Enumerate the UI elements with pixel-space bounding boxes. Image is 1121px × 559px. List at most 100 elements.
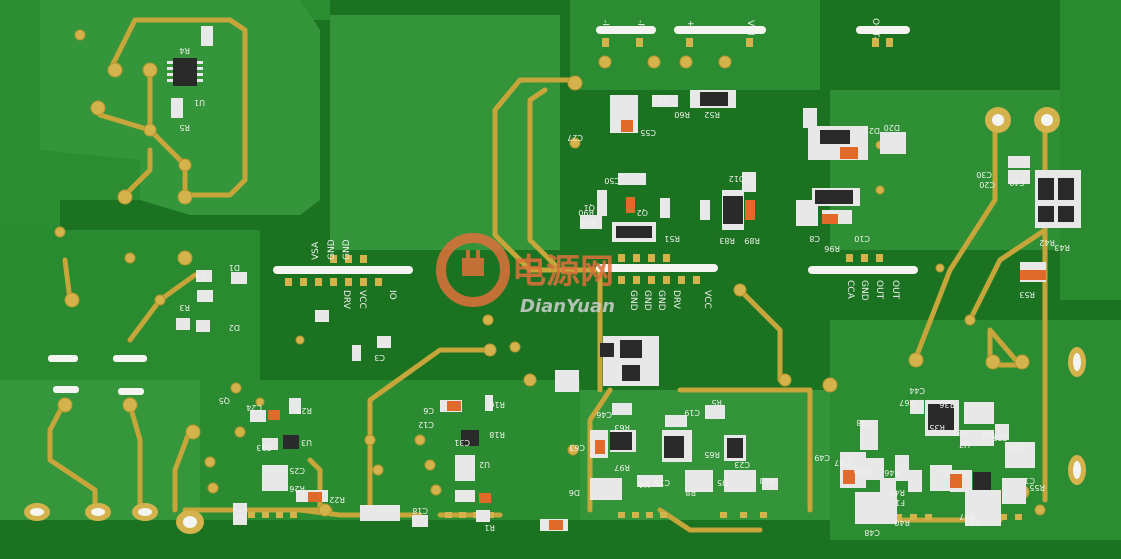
connector-label: GND (327, 239, 337, 260)
designator-label: R97 (614, 463, 630, 472)
connector-label: -P (635, 20, 645, 29)
watermark: 电源网 DianYuan (436, 233, 615, 317)
designator-label: R53 (1019, 290, 1035, 299)
traces (47, 17, 1048, 533)
designator-label: C18 (412, 506, 428, 515)
designator-label: R53 (759, 476, 775, 485)
designator-label: D21 (864, 126, 880, 135)
designator-label: R32 (952, 428, 968, 437)
designator-label: C44 (909, 386, 925, 395)
designator-label: Q2 (637, 208, 648, 217)
designator-label: C25 (289, 466, 305, 475)
designator-label: R52 (704, 110, 720, 119)
connector-label: VIN (745, 20, 755, 36)
watermark-en: DianYuan (520, 296, 615, 317)
designator-label: R83 (719, 236, 735, 245)
designator-label: C40 (1009, 178, 1025, 187)
designator-label: R65 (704, 450, 720, 459)
designator-label: R14 (964, 518, 980, 527)
connector-label: VCC (702, 290, 712, 309)
designator-label: C30 (976, 170, 992, 179)
designator-label: C49 (814, 453, 830, 462)
designator-label: R35 (929, 423, 945, 432)
designator-label: R16 (489, 400, 505, 409)
designator-label: R3 (179, 303, 190, 312)
connector-label: -I (600, 20, 610, 26)
connector-label: DRV (341, 290, 351, 310)
designator-label: C19 (684, 408, 700, 417)
designator-labels: R4U1R5D1R3D2C1C3Q5C24C13U3R24C25R26R22C6… (179, 46, 1070, 537)
designator-label: R55 (1029, 483, 1045, 492)
ic-u1-pins (167, 61, 203, 82)
designator-label: R46 (884, 468, 900, 477)
designator-label: C3 (374, 353, 385, 362)
designator-label: R90 (578, 208, 594, 217)
designator-label: R8 (685, 488, 696, 497)
designator-label: R40 (894, 518, 910, 527)
designator-label: R64 (981, 430, 997, 439)
designator-label: C10 (854, 234, 870, 243)
designator-label: Q1 (584, 203, 595, 212)
designator-label: U7 (959, 440, 970, 449)
designator-label: C12 (418, 420, 434, 429)
designator-label: R51 (664, 234, 680, 243)
connector-label: OUT (890, 280, 900, 300)
designator-label: Q5 (219, 396, 230, 405)
designator-label: F1 (895, 498, 905, 507)
connector-label-group-strip-right: CCA GND OUT OUT (845, 280, 900, 301)
connector-label: GND (628, 290, 638, 311)
designator-label: R89 (744, 236, 760, 245)
designator-label: C23 (734, 460, 750, 469)
connector-label: GND (342, 239, 352, 260)
designator-label: R96 (824, 244, 840, 253)
designator-label: D10 (854, 466, 870, 475)
designator-label: U2 (479, 460, 490, 469)
through-hole-pads (54, 29, 1046, 517)
designator-label: C50 (604, 176, 620, 185)
connector-label-group-top-left: -I -P +V VIN OUT- (600, 18, 880, 40)
designator-label: C27 (567, 133, 583, 142)
designator-label: R47 (959, 512, 975, 521)
designator-label: C15 (654, 478, 670, 487)
connector-label: GND (656, 290, 666, 311)
designator-label: R18 (489, 430, 505, 439)
designator-label: C31 (454, 438, 470, 447)
designator-label: D2 (229, 323, 240, 332)
designator-label: R95 (580, 218, 596, 227)
designator-label: C27 (992, 433, 1008, 442)
designator-label: R24 (296, 406, 312, 415)
designator-label: R36 (939, 400, 955, 409)
designator-label: R48 (856, 418, 872, 427)
connector-label: VSA (311, 241, 321, 260)
smd-components (171, 26, 1081, 531)
designator-label: C6 (423, 406, 434, 415)
designator-label: C26 (1008, 443, 1024, 452)
watermark-plug-icon (436, 233, 510, 307)
designator-label: C63 (569, 443, 585, 452)
designator-label: R5 (711, 398, 722, 407)
designator-label: D1 (229, 263, 240, 272)
designator-label: C8 (809, 234, 820, 243)
designator-label: R5 (179, 123, 190, 132)
designator-label: C53 (652, 93, 668, 102)
designator-label: R1 (484, 523, 495, 532)
designator-label: R42 (1039, 238, 1055, 247)
designator-label: C46 (596, 410, 612, 419)
connector-label: IO (387, 290, 397, 300)
designator-label: C37 (834, 458, 850, 467)
designator-label: D12 (729, 174, 745, 183)
designator-label: U5 (717, 478, 728, 487)
silk-strips (48, 26, 918, 395)
designator-label: R22 (329, 495, 345, 504)
designator-label: C24 (246, 403, 262, 412)
copper-pours (0, 0, 1121, 540)
designator-label: C1 (194, 273, 205, 282)
designator-label: R60 (674, 110, 690, 119)
designator-label: R43 (1054, 243, 1070, 252)
designator-label: R63 (614, 423, 630, 432)
designator-label: U3 (301, 438, 312, 447)
designator-label: C13 (256, 443, 272, 452)
designator-label: R26 (289, 484, 305, 493)
designator-label: R45 (889, 488, 905, 497)
